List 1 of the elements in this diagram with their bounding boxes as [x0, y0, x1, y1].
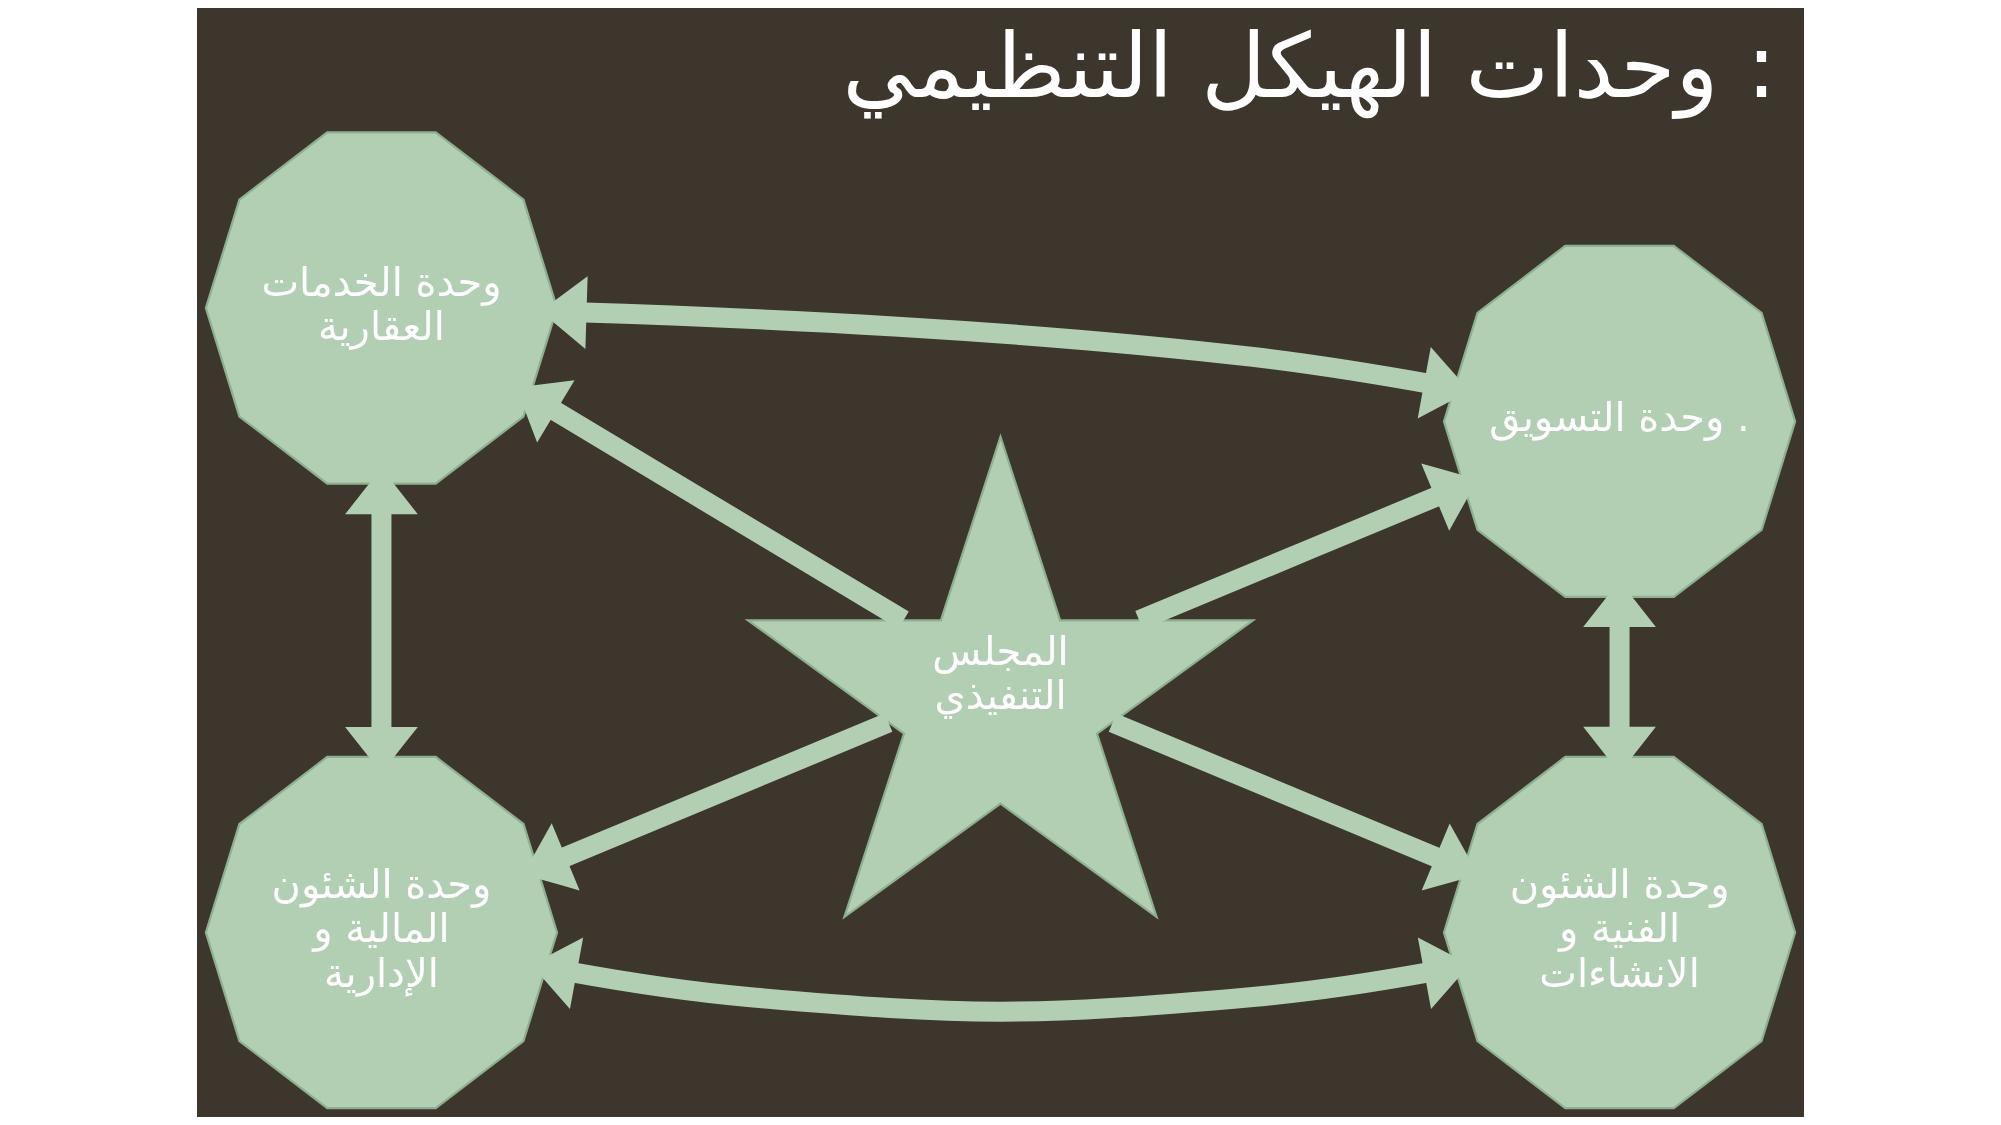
diagram-title: وحدات الهيكل التنظيمي :	[842, 13, 1777, 118]
